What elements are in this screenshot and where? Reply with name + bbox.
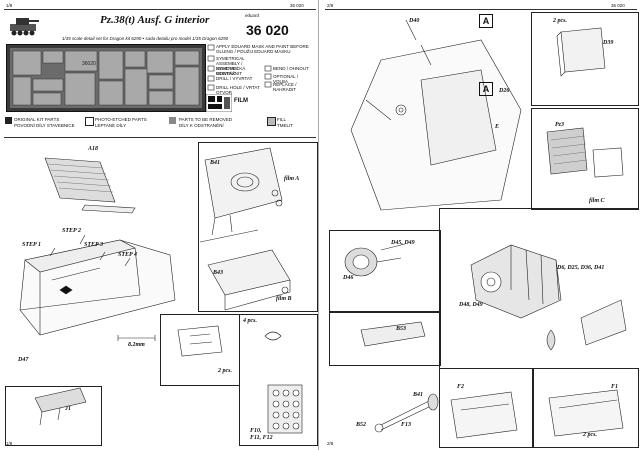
brand-logo: eduard [245,13,260,18]
legend-photoetch-sub: LEPTANÉ DÍLY [95,123,127,128]
label-step4: STEP 4 [118,252,137,258]
label-e: E [495,124,500,130]
footer-page-number: 1/8 [6,441,13,446]
legend-original-sub: POVODNÍ DÍLY STAVEBNICE [14,123,75,128]
label-film-c: film C [589,198,605,204]
subtitle: 1/35 scale detail set for Dragon kit 629… [62,36,229,41]
legend-original-label: ORIGINAL KIT PARTS [14,117,60,122]
legend-swatch-fill [267,117,276,126]
panel-f2 [439,368,533,448]
panel-d39 [531,12,639,106]
svg-text:36020: 36020 [82,61,96,67]
label-film-b: film B [276,296,292,302]
label-b41: B41 [210,160,221,166]
label-f1: F1 [611,384,619,390]
panel-f1 [533,368,639,448]
label-a18: A18 [88,146,99,152]
symbol-drill-hole: DRILL HOLE / VRTAT OTVOR [216,85,260,95]
label-two-pcs-top: 2 pcs. [553,18,567,24]
label-b52: B52 [356,422,367,428]
legend-photoetch-label: PHOTO-ETCHED PARTS [95,117,147,122]
panel-b53 [329,312,441,366]
label-b53: B53 [396,326,407,332]
symbol-symmetrical: SYMETRICAL ASSEMBLY / SYMETRICKÁ MONTÁŽ [216,56,246,76]
header-rule [325,9,637,10]
label-f10: F10, [250,428,262,434]
label-two-pcs-bottom: 2 pcs. [583,432,597,438]
legend-swatch-original [5,117,12,124]
label-d6: D6, D25, D36, D41 [557,265,605,271]
panel-engine [439,208,638,369]
film-thumbnail [206,94,232,112]
label-four-pcs: 4 pcs. [243,318,257,324]
symbol-icons [207,44,272,91]
label-f2: F2 [457,384,465,390]
marker-a-top: A [479,14,493,28]
footer-page-number: 2/8 [327,441,334,446]
page-number: 2/8 [327,3,334,8]
label-d46: D46 [343,275,354,281]
label-d39: D39 [603,40,614,46]
label-pz3: Pz3 [555,122,564,128]
symbol-optional: OPTIONAL / VOLBA [273,74,299,84]
label-two-pcs: 2 pcs. [218,368,232,374]
label-step3: STEP 3 [84,242,103,248]
right-page: 2/8 36 020 [321,0,640,450]
catalog-number: 36 020 [246,22,289,38]
panel-four-pcs [239,314,318,446]
marker-a-mid: A [479,82,493,96]
symbol-bend: BEND / OHNOUT [273,66,309,71]
label-b43: B43 [213,270,224,276]
label-d48-d49: D48, D49 [459,302,483,308]
symbol-drill: DRILL / VYVRTAT [216,76,253,81]
label-j1: J1 [65,406,71,412]
legend-remove-label: PARTS TO BE REMOVED [179,117,233,122]
legend-fill-label: FILL [277,117,287,122]
label-f13: F13 [401,422,412,428]
symbol-apply-mask: APPLY EDUARD MASK AND PAINT BEFORE GLUIN… [216,44,309,54]
panel-j1 [5,386,102,446]
label-b41: B41 [413,392,424,398]
page-number: 1/8 [6,3,13,8]
label-d40: D40 [409,18,420,24]
label-d26: D26 [499,88,510,94]
label-d47: D47 [18,357,29,363]
legend-swatch-photoetch [85,117,94,126]
etch-fret-image: 36020 [6,44,206,112]
symbol-legend: APPLY EDUARD MASK AND PAINT BEFORE GLUIN… [207,44,313,95]
legend-remove-sub: DÍLY K ODSTRANĚNÍ [179,123,224,128]
left-page: 1/8 36 020 Pz.38(t) Ausf. G interior edu… [0,0,319,450]
left-assembly-drawings [19,147,303,434]
label-dimension: 8.2mm [128,342,145,348]
tank-icon [10,18,39,36]
legend-fill-sub: TMELIT [277,123,294,128]
header-rule [4,9,316,10]
panel-pz3 [531,108,639,210]
label-step2: STEP 2 [62,228,81,234]
legend-rule [4,137,316,138]
symbol-remove: REMOVE / ODSTRANIT [216,66,243,76]
label-d45-d49: D45, D49 [391,240,415,246]
page-code: 36 020 [290,3,304,8]
legend-swatch-remove [169,117,176,124]
label-step1: STEP 1 [22,242,41,248]
panel-b41 [198,142,318,312]
page-title: Pz.38(t) Ausf. G interior [100,14,210,26]
symbol-replace: REPLACE / NAHRADIT [273,82,297,92]
label-f11-f12: F11, F12 [250,435,273,441]
panel-d45 [329,230,441,312]
right-assembly-drawings [344,19,627,439]
film-label: FILM [234,98,248,104]
label-film-a: film A [284,176,300,182]
color-legend: ORIGINAL KIT PARTS POVODNÍ DÍLY STAVEBNI… [5,116,315,134]
page-code: 36 020 [611,3,625,8]
